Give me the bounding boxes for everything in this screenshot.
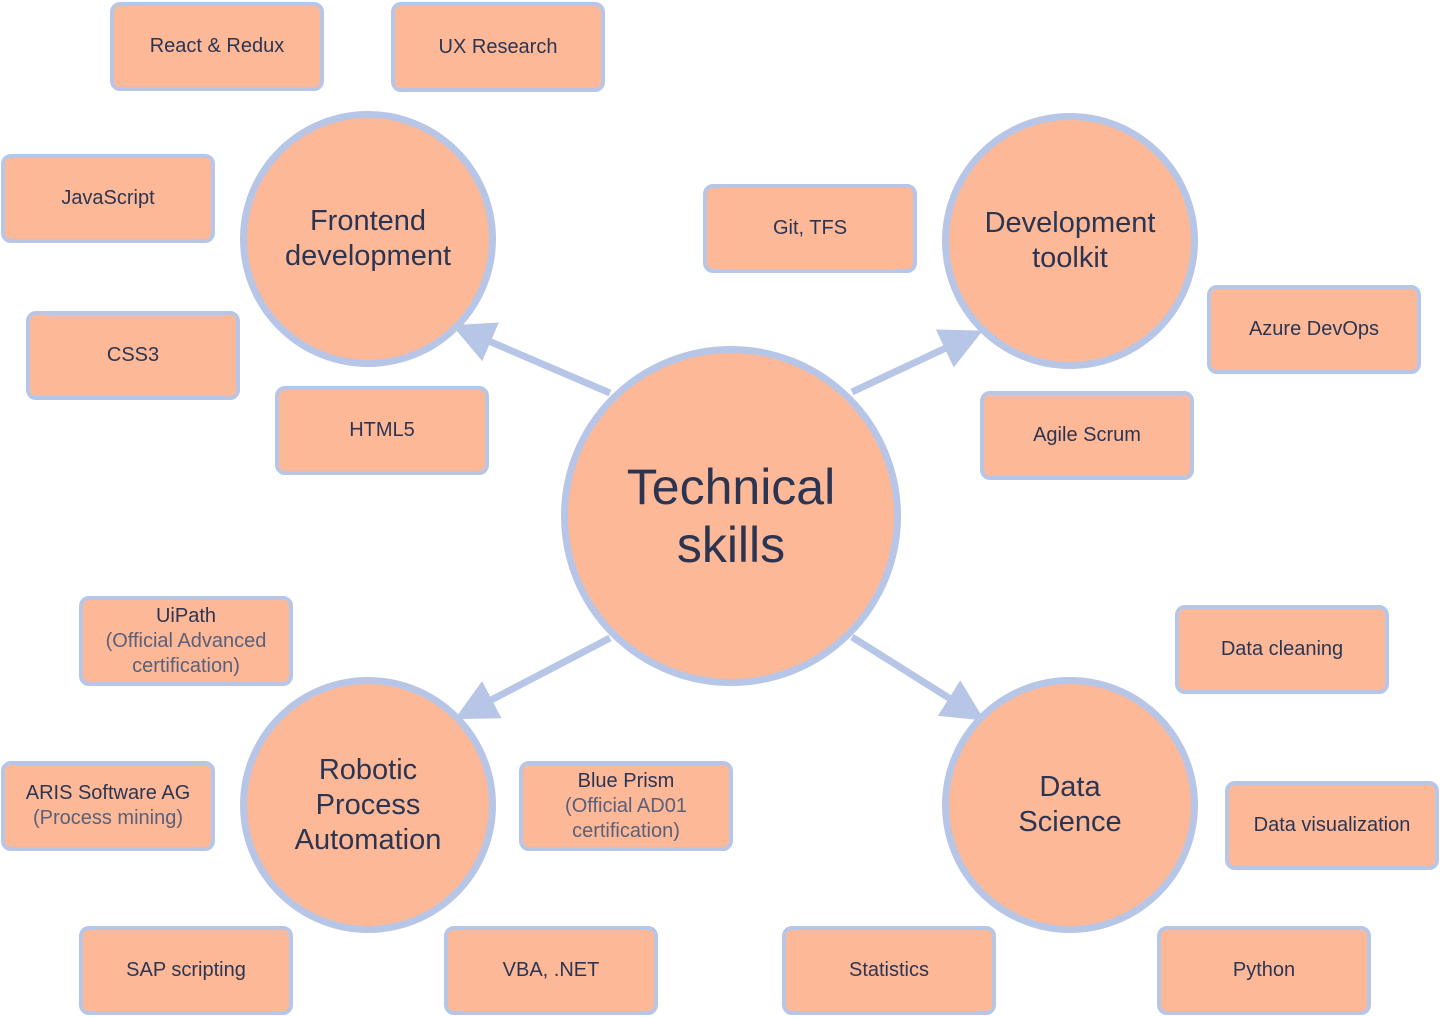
skill-label: SAP scripting [126,959,246,981]
skill-label: Python [1232,959,1296,981]
skill-javascript: JavaScript [1,154,215,243]
category-datascience-label: Data Science [1018,771,1122,838]
category-frontend-label: Frontend development [284,205,452,272]
skill-aris: ARIS Software AG (Process mining) [1,761,215,851]
skill-statistics: Statistics [782,926,996,1015]
skill-sap-scripting: SAP scripting [79,926,293,1015]
arrow-to-devtools [850,329,983,396]
skill-python: Python [1157,926,1371,1015]
skill-html5: HTML5 [275,386,489,475]
center-node-technical-skills: Technical skills [561,346,901,686]
center-label: Technical skills [626,459,836,573]
skill-label: Azure DevOps [1248,318,1380,340]
category-frontend: Frontend development [240,111,496,367]
skill-uipath: UiPath (Official Advanced certification) [79,596,293,686]
skill-label: JavaScript [61,187,155,209]
skill-label: Data visualization [1253,814,1411,836]
skill-css3: CSS3 [26,311,240,400]
skill-azure-devops: Azure DevOps [1207,285,1421,374]
skill-data-visualization: Data visualization [1225,781,1439,870]
arrow-to-rpa [454,634,612,720]
category-datascience: Data Science [942,677,1198,933]
skill-sublabel: (Official Advanced certification) [105,629,267,677]
skill-label: Statistics [848,959,930,981]
skill-react-redux: React & Redux [110,2,324,91]
skill-label: Git, TFS [772,217,848,239]
arrow-to-frontend [451,322,612,397]
skill-sublabel: (Process mining) [32,807,184,829]
skill-blue-prism: Blue Prism (Official AD01 certification) [519,761,733,851]
category-rpa-label: Robotic Process Automation [294,753,442,856]
skill-sublabel: (Official AD01 certification) [565,794,687,842]
skill-label: Data cleaning [1220,638,1344,660]
skill-agile-scrum: Agile Scrum [980,391,1194,480]
skill-label: VBA, .NET [502,959,600,981]
category-devtools-label: Development toolkit [984,207,1156,274]
skill-vba-net: VBA, .NET [444,926,658,1015]
category-devtools: Development toolkit [942,113,1198,369]
category-rpa: Robotic Process Automation [240,677,496,933]
skill-ux-research: UX Research [391,2,605,92]
skill-data-cleaning: Data cleaning [1175,605,1389,694]
skill-label: ARIS Software AG [25,782,191,804]
skill-label: HTML5 [349,419,415,441]
skill-label: CSS3 [106,344,160,366]
skill-label: Blue Prism [577,769,675,792]
skill-label: UiPath [155,604,217,627]
skill-git-tfs: Git, TFS [703,184,917,273]
skill-label: UX Research [438,35,558,58]
arrow-to-datascience [850,634,985,721]
skill-label: React & Redux [149,35,285,57]
skill-label: Agile Scrum [1033,424,1141,446]
